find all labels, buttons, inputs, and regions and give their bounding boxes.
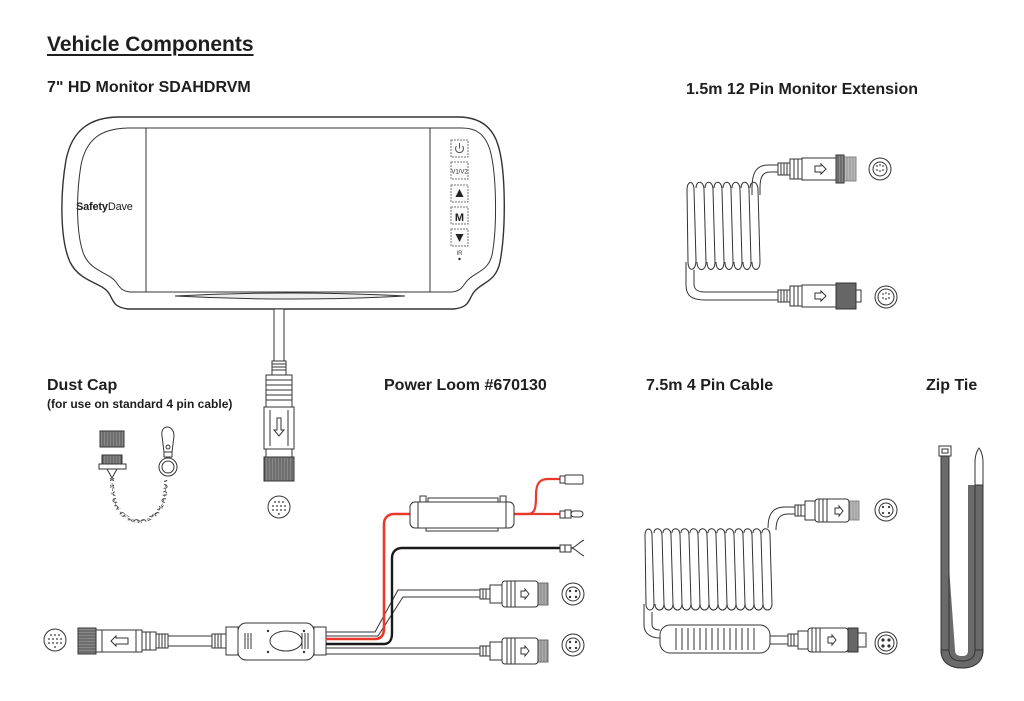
menu-button[interactable] <box>450 206 469 225</box>
v1v2-label: V1/V2 <box>451 170 468 176</box>
zip-tie-heading: Zip Tie <box>926 377 978 394</box>
extension-heading: 1.5m 12 Pin Monitor Extension <box>686 81 919 98</box>
v1v2-button[interactable] <box>450 161 469 180</box>
power-loom <box>43 474 585 665</box>
power-icon <box>455 143 464 154</box>
four-pin-cable-connectors <box>659 498 898 655</box>
ir-label: IR <box>457 251 464 257</box>
ir-sensor-dot <box>458 257 461 261</box>
monitor <box>61 116 505 310</box>
power-loom-heading: Power Loom #670130 <box>384 377 547 394</box>
cable-heading: 7.5m 4 Pin Cable <box>646 377 774 394</box>
monitor-heading: 7ʺ HD Monitor SDAHDRVM <box>47 79 251 96</box>
brand-logo: SafetyDave <box>76 201 133 213</box>
extension-cable <box>685 164 778 301</box>
menu-label: M <box>455 212 464 224</box>
page-title: Vehicle Components <box>47 33 254 56</box>
triangle-down-icon <box>455 234 464 242</box>
extension-connector-top <box>777 154 892 184</box>
dust-cap-note: (for use on standard 4 pin cable) <box>47 397 233 411</box>
zip-tie <box>938 445 984 669</box>
triangle-up-icon <box>455 189 464 197</box>
extension-connector-bottom <box>777 282 898 310</box>
twelve-pin-face <box>272 501 286 515</box>
four-pin-cable <box>643 506 795 639</box>
dust-cap <box>98 426 178 524</box>
monitor-cable-connector <box>263 308 295 519</box>
dust-cap-heading: Dust Cap <box>47 377 118 394</box>
